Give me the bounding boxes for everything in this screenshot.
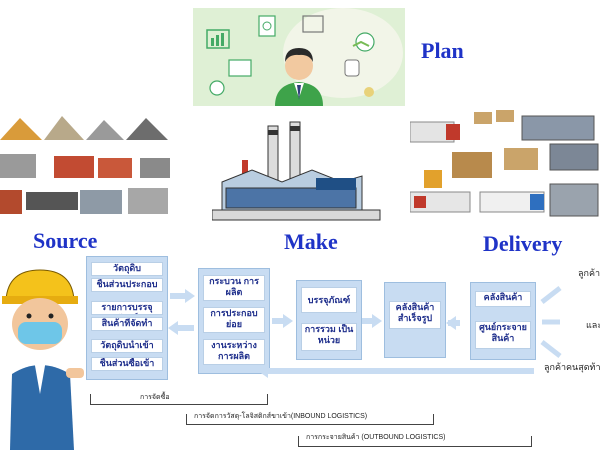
finished-goods-box: คลังสินค้า สำเร็จรูป <box>384 282 446 358</box>
purchasing-bracket <box>90 394 268 405</box>
outbound-bracket <box>298 436 532 447</box>
distribution-item: คลังสินค้า <box>475 291 531 307</box>
packaging-item: บรรจุภัณฑ์ <box>301 287 357 313</box>
distribution-box: คลังสินค้า ศูนย์กระจาย สินค้า <box>470 282 536 360</box>
flow-arrow-shaft <box>272 318 284 324</box>
plan-heading: Plan <box>421 38 464 63</box>
flow-arrow-right <box>283 314 293 328</box>
source-item: วัตถุดิบ <box>91 262 163 276</box>
purchasing-label: การจัดซื้อ <box>140 394 170 401</box>
finished-goods-item: คลังสินค้า สำเร็จรูป <box>389 301 441 329</box>
production-item: การประกอบ ย่อย <box>203 307 265 333</box>
source-item: วัตถุดิบนำเข้า <box>91 339 163 353</box>
customer-label: ลูกค้า <box>578 268 600 278</box>
flow-arrow-right <box>372 314 382 328</box>
delivery-illustration <box>409 106 600 224</box>
source-item: ชิ้นส่วนประกอบ <box>91 278 163 292</box>
warehouse-logistics-graphic <box>409 110 599 217</box>
source-materials-box: วัตถุดิบ ชิ้นส่วนประกอบ รายการบรรจุภัณฑ์… <box>86 256 168 380</box>
make-illustration <box>211 120 382 222</box>
production-item: กระบวน การผลิต <box>203 275 265 301</box>
flow-arrow-left <box>446 316 456 330</box>
flow-arrow-right <box>185 289 195 303</box>
safety-worker-graphic <box>2 269 84 450</box>
customer-label: และ <box>586 320 600 330</box>
customer-arrows <box>540 286 562 358</box>
source-item: ชิ้นส่วนซื้อเข้า <box>91 357 163 371</box>
inbound-label: การจัดการวัสดุ-โลจิสติกส์ขาเข้า(INBOUND … <box>194 413 368 420</box>
production-box: กระบวน การผลิต การประกอบ ย่อย งานระหว่าง… <box>198 268 270 374</box>
delivery-heading: Delivery <box>483 231 563 256</box>
raw-materials-graphic <box>0 116 170 214</box>
make-heading: Make <box>284 229 338 254</box>
plan-illustration <box>193 8 405 106</box>
distribution-item: ศูนย์กระจาย สินค้า <box>475 321 531 349</box>
flow-arrow-shaft <box>362 318 374 324</box>
source-item: รายการบรรจุภัณฑ์ <box>91 301 163 315</box>
return-flow-arrow <box>258 364 268 378</box>
packaging-item: การรวม เป็นหน่วย <box>301 323 357 351</box>
inbound-bracket <box>186 414 434 425</box>
plan-scene-graphic <box>206 8 403 106</box>
customer-label: ลูกค้าคนสุดท้าย <box>544 362 600 372</box>
outbound-label: การกระจายสินค้า (OUTBOUND LOGISTICS) <box>306 434 446 441</box>
worker-illustration <box>0 264 84 450</box>
production-item: งานระหว่าง การผลิต <box>203 339 265 365</box>
packaging-box: บรรจุภัณฑ์ การรวม เป็นหน่วย <box>296 280 362 360</box>
source-heading: Source <box>33 228 98 253</box>
source-illustration <box>0 108 172 218</box>
flow-arrow-left <box>168 321 178 335</box>
factory-graphic <box>211 121 381 221</box>
flow-arrow-shaft <box>178 325 194 331</box>
source-item: สินค้าที่จัดทำ <box>91 317 163 331</box>
flow-arrow-shaft <box>170 293 186 299</box>
return-flow-strip <box>268 368 534 374</box>
